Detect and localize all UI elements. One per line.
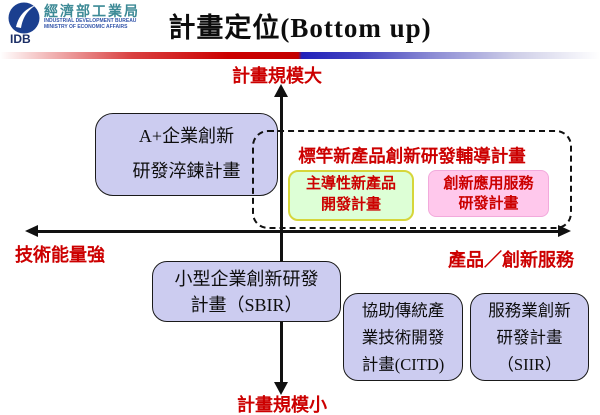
idb-logo-icon	[8, 2, 40, 34]
arrow-left-icon	[25, 225, 38, 237]
sbir-line1: 小型企業創新研發	[174, 269, 319, 289]
horizontal-axis-line	[36, 230, 560, 233]
citd-line2: 業技術開發	[361, 328, 445, 347]
box-citd: 協助傳統產 業技術開發 計畫(CITD)	[343, 293, 463, 381]
innovative-service-line2: 研發計畫	[458, 196, 519, 212]
sbir-line2: 計畫（SBIR）	[190, 295, 303, 315]
innovative-service-line1: 創新應用服務	[443, 176, 534, 192]
arrow-down-icon	[274, 382, 288, 395]
box-sbir: 小型企業創新研發 計畫（SBIR）	[152, 261, 341, 322]
siir-line3: （SIIR）	[497, 355, 562, 374]
logo-abbr: IDB	[10, 32, 31, 46]
benchmark-group-title: 標竿新產品創新研發輔導計畫	[298, 146, 526, 166]
axis-label-bottom: 計畫規模小	[237, 395, 327, 415]
logo-en-line2: MINISTRY OF ECONOMIC AFFAIRS	[44, 24, 128, 30]
box-a-plus-line1: A+企業創新	[138, 126, 235, 146]
citd-line1: 協助傳統產	[361, 301, 445, 320]
axis-label-left: 技術能量強	[15, 245, 105, 265]
vertical-axis-line	[280, 95, 283, 385]
axis-label-top: 計畫規模大	[232, 66, 322, 86]
logo-name-en: INDUSTRIAL DEVELOPMENT BUREAU MINISTRY O…	[44, 18, 136, 30]
axis-label-right: 產品／創新服務	[448, 250, 574, 270]
leading-new-product-line1: 主導性新產品	[305, 176, 396, 192]
divider-gradient-bar	[0, 52, 600, 59]
logo-en-line1: INDUSTRIAL DEVELOPMENT BUREAU	[44, 18, 137, 24]
citd-line3: 計畫(CITD)	[361, 355, 445, 374]
siir-line2: 研發計畫	[496, 328, 563, 347]
box-innovative-service: 創新應用服務 研發計畫	[428, 170, 549, 217]
box-a-plus-program: A+企業創新 研發淬鍊計畫	[95, 113, 278, 196]
logo-name-zh: 經濟部工業局	[44, 5, 140, 20]
page-title: 計畫定位(Bottom up)	[168, 13, 432, 43]
box-a-plus-line2: 研發淬鍊計畫	[132, 161, 241, 181]
box-benchmark-group: 標竿新產品創新研發輔導計畫	[252, 130, 572, 229]
leading-new-product-line2: 開發計畫	[320, 197, 381, 213]
box-siir: 服務業創新 研發計畫 （SIIR）	[470, 293, 589, 381]
siir-line1: 服務業創新	[488, 301, 571, 320]
arrow-up-icon	[274, 84, 288, 97]
box-leading-new-product: 主導性新產品 開發計畫	[288, 170, 414, 221]
